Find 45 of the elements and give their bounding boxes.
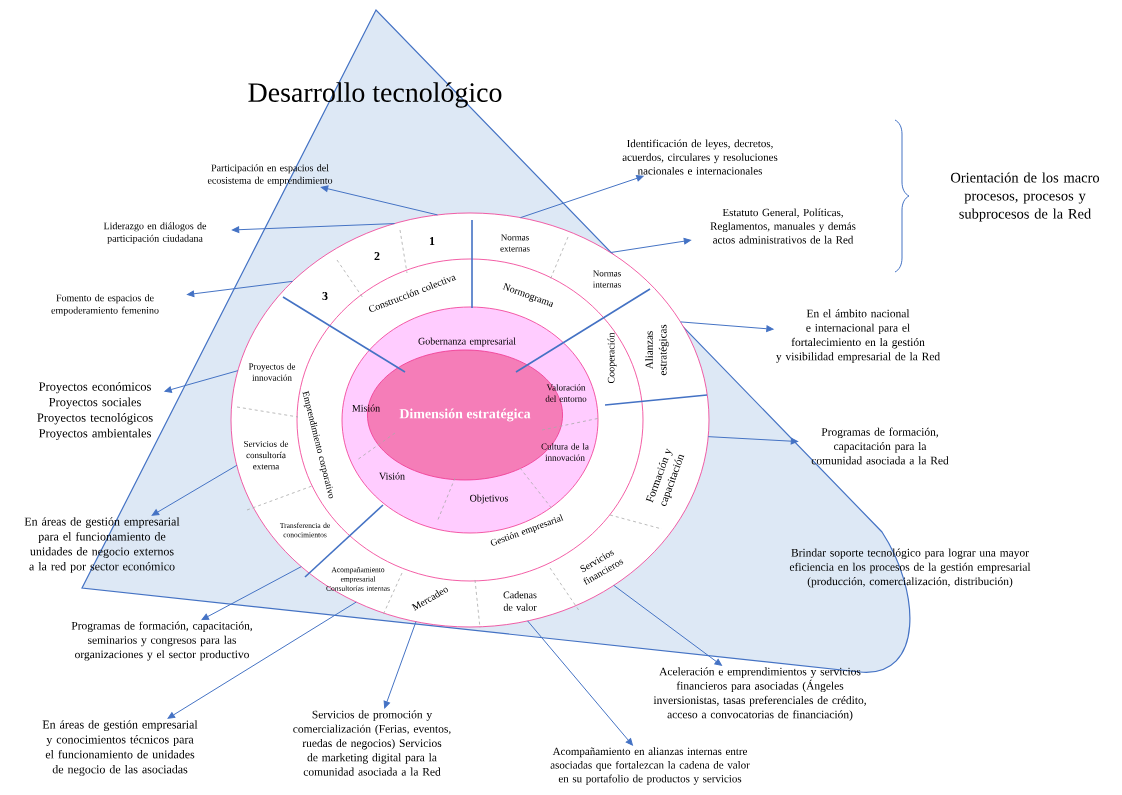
sector-label: Normas internas [593, 270, 621, 288]
sector-label: 1 [429, 237, 435, 245]
arrow [201, 566, 302, 621]
arrow [167, 601, 357, 719]
callout-text: Acompañamiento en alianzas internas entre asociadas que fortalezcan la cadena de valor en su portafolio de productos y servicios [550, 747, 750, 785]
callout-text: Aceleración e emprendimientos y servicios financieros para asociadas (Ángeles inversionistas, tasas preferenciales de crédito, acceso a convocatorias de financiación) [653, 667, 866, 721]
sector-label: 2 [374, 252, 380, 260]
callout-text: Participación en espacios del ecosistema de emprendimiento [207, 164, 333, 186]
arrow [527, 620, 633, 746]
sector-label: Alianzas estratégicas [645, 324, 669, 376]
sector-label: Cooperación [607, 332, 617, 384]
arrow [231, 223, 396, 234]
sector-label: Gobernanza empresarial [418, 337, 516, 347]
sector-label: Objetivos [470, 494, 508, 504]
note-text: Brindar soporte tecnológico para lograr una mayor eficiencia en los procesos de la gestión empresarial (producción, comercialización, distribución) [789, 548, 1031, 588]
arrow [320, 185, 439, 216]
sector-label: Proyectos de innovación [248, 363, 296, 381]
arrow [383, 621, 417, 709]
callout-text: Servicios de promoción y comercialización (Ferias, eventos, ruedas de negocios) Servicios de marketing digital para la comunidad asociada a la Red [293, 710, 451, 776]
sector-label: Cultura de la innovación [541, 443, 589, 461]
sector-label: Normas externas [500, 234, 530, 252]
callout-text: En el ámbito nacional e internacional para el fortalecimiento en la gestión y visibilidad empresarial de la Red [776, 309, 940, 363]
sector-label: Misión [352, 404, 380, 412]
callout-text: Fomento de espacios de empoderamiento femenino [51, 294, 159, 316]
callout-text: Liderazgo en diálogos de participación ciudadana [103, 222, 207, 244]
sector-label: Valoración del entorno [545, 384, 587, 402]
arrow [707, 436, 799, 445]
arrow [610, 237, 692, 254]
sector-label: Cadenas de valor [503, 591, 537, 611]
arrow [186, 280, 294, 298]
sector-label: 3 [322, 292, 328, 300]
note-text: Orientación de los macro procesos, procesos y subprocesos de la Red [951, 172, 1100, 222]
arrow [151, 464, 238, 516]
callout-text: En áreas de gestión empresarial y conocimientos técnicos para el funcionamiento de unidades de negocio de las asociadas [42, 720, 198, 776]
sector-label: Servicios de consultoría externa [244, 440, 289, 470]
arrow [679, 321, 774, 333]
arrow [519, 175, 644, 219]
callout-text: Programas de formación, capacitación para la comunidad asociada a la Red [811, 427, 949, 465]
callout-text: Estatuto General, Políticas, Reglamentos, manuales y demás actos administrativos de la Red [710, 208, 856, 244]
arrow [613, 584, 722, 666]
sector-label: Visión [379, 472, 405, 480]
arrow [164, 370, 239, 393]
callout-text: Proyectos económicos Proyectos sociales Proyectos tecnológicos Proyectos ambientales [37, 382, 153, 440]
callout-text: Identificación de leyes, decretos, acuerdos, circulares y resoluciones nacionales e internacionales [622, 139, 778, 175]
callout-text: Programas de formación, capacitación, seminarios y congresos para las organizaciones y el sector productivo [71, 621, 252, 661]
